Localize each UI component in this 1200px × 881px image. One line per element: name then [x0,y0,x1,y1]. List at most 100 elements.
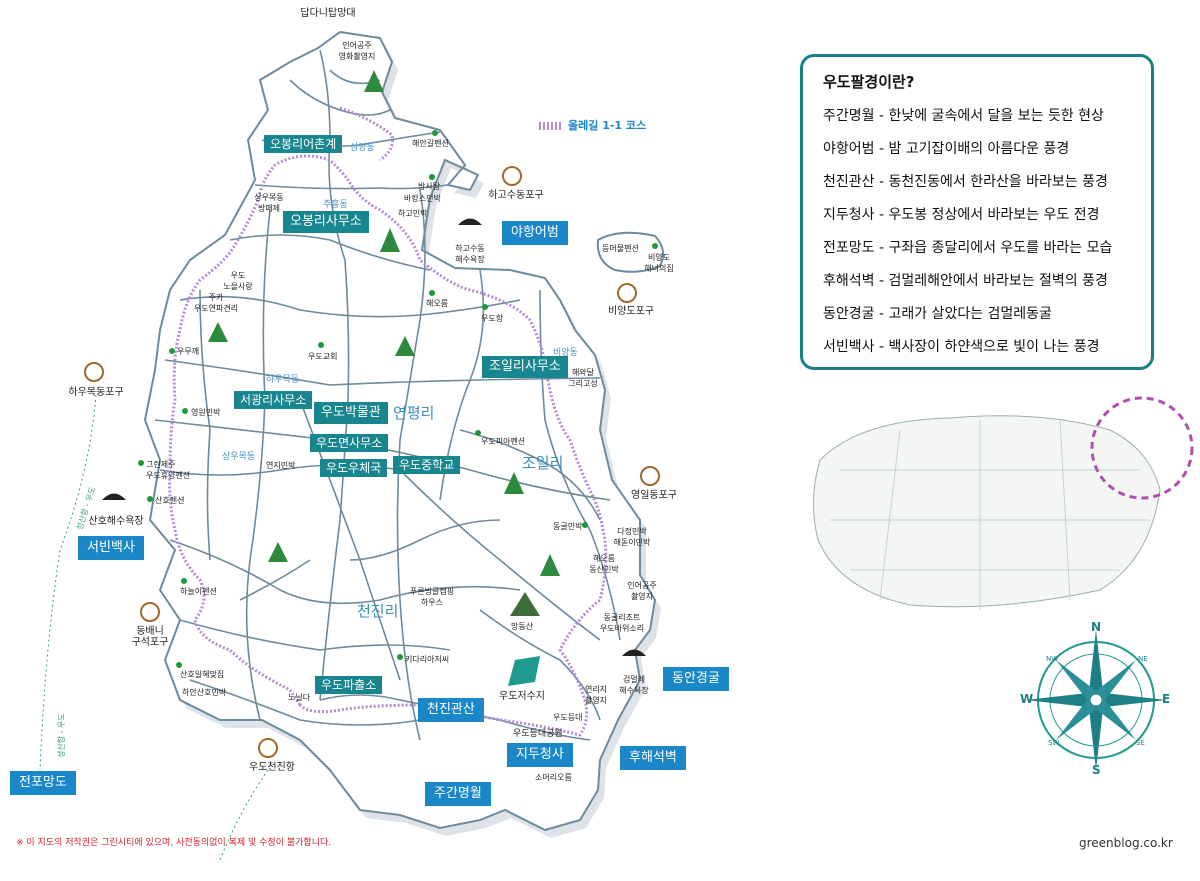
place-mangdongsan: 망동산 [511,622,534,631]
dot-marker [397,654,403,660]
olle-swatch [539,122,563,130]
site-url[interactable]: greenblog.co.kr [1079,836,1173,850]
port-yeongildong: 영일동포구 [631,490,677,501]
place-yeonriji-film: 연리지 촬영지 [584,685,608,705]
compass-s-label: S [1092,763,1101,777]
dot-marker [429,290,435,296]
compass-sw-label: SW [1048,739,1060,747]
compass-ne-label: NE [1138,655,1148,663]
office-joil-ri[interactable]: 조일리사무소 [482,356,568,378]
place-mermaid-film-site: 인어공주 영화촬영지 [338,41,376,61]
road-label-sangwoomok: 상우목동 [222,452,256,462]
place-sanho-pension: 산호펜션 [155,496,185,505]
dot-marker [169,348,175,354]
port-dongbaeni: 동배니 구석포구 [131,626,169,648]
legend-item: 동안경굴 - 고래가 살았다는 검멀레동굴 [823,306,1052,322]
reservoir [508,656,540,686]
sight-yahang-eobeom[interactable]: 야항어범 [502,221,568,245]
sight-jugan-myeongwol[interactable]: 주간명월 [425,782,491,806]
sight-seobin-baeksa[interactable]: 서빈백사 [78,536,144,560]
port-wheel-icons [84,166,660,758]
place-umukkae: 우무깨 [177,347,200,356]
place-haeangil-pension: 해안길펜션 [412,139,449,148]
place-someori-oreum: 소머리오름 [535,773,572,782]
place-deungmeomul-pension: 등머물펜션 [602,244,639,253]
office-seogwang-ri[interactable]: 서광리사무소 [234,391,313,409]
dot-marker [475,430,481,436]
compass-w-label: W [1020,692,1034,706]
dot-marker [652,243,658,249]
place-nonilda: 노닐다 [288,693,311,702]
sight-huhae-seokbyeok[interactable]: 후해석벽 [620,746,686,770]
place-lighthouse-park: 우도등대공원 [513,729,563,739]
place-hago-minbak: 하고민박 [398,209,428,218]
area-label-yeonpyeong: 연평리 [393,404,435,422]
udo-police-box[interactable]: 우도파출소 [315,676,383,694]
compass-se-label: SE [1136,739,1145,747]
dot-marker [318,342,324,348]
jeju-inset-map [813,396,1194,610]
udo-post-office[interactable]: 우도우체국 [320,459,388,477]
area-label-joil: 조일리 [522,454,564,472]
island-shape [143,30,665,838]
dot-marker [138,460,144,466]
sight-jeonpo-mangdo[interactable]: 전포망도 [10,771,76,795]
place-green-jeju-pension: 그린제주 우도휴양펜션 [146,460,191,480]
legend-item: 전포망도 - 구좌읍 종달리에서 우도를 바라는 모습 [823,240,1113,256]
dot-marker [176,662,182,668]
copyright-notice: ※ 이 지도의 저작권은 그린시티에 있으며, 사전동의없이 복제 및 수정이 … [16,838,332,848]
road-label-hawoomok: 하우목동 [266,375,300,385]
dot-marker [582,522,588,528]
dot-marker [429,174,435,180]
legend-item: 천진관산 - 동천진동에서 한라산을 바라보는 풍경 [823,174,1108,190]
udo-eight-scenes-legend: 우도팔경이란? 주간명월 - 한낮에 굴속에서 달을 보는 듯한 현상 야항어범… [800,54,1154,370]
port-udo-cheonjin: 우도천진항 [249,762,295,773]
place-udo-church: 우도교회 [308,352,338,361]
compass-e-label: E [1162,692,1171,706]
dot-marker [147,496,153,502]
place-haneuli-pension: 하늘이펜션 [180,587,217,596]
place-pureun-camping: 푸른빙글캠핑 하우스 [409,587,455,607]
place-biyangdo-haenyeo: 비양도 해녀의집 [644,253,674,273]
place-bangsatap: 방사탑 [418,182,441,191]
route-seongsan-udo-2: 성산항 - 우도 [57,713,66,758]
port-hagosudong: 하고수동포구 [488,190,544,201]
compass-rose [1026,630,1166,770]
place-haeoreum: 해오름 [426,299,449,308]
place-mermaid-filming: 인어공주 촬영지 [627,581,657,601]
place-udo-reservoir: 우도저수지 [499,691,545,702]
place-dajeong-minbak: 다정민박 해돋이민박 [613,527,651,547]
place-haewadal: 해와달 그리고성 [568,368,598,388]
place-haeoreum-dongsan: 해오름 동산민박 [589,554,619,574]
legend-item: 서빈백사 - 백사장이 하얀색으로 빛이 나는 풍경 [823,339,1100,355]
area-label-cheonjin: 천진리 [357,602,399,620]
office-obong-fishery[interactable]: 오봉리어촌계 [264,135,343,153]
ferry-lines [39,394,269,861]
udo-museum[interactable]: 우도박물관 [314,402,388,424]
place-juka-udo: 주카 우도연파견리 [193,293,239,313]
olle-legend-label: 올레길 1-1 코스 [568,119,647,132]
place-sanho-restaurant: 산호일혜맞집 [180,670,225,679]
place-yeonji-minbak: 연지민박 [266,461,296,470]
office-obong-ri[interactable]: 오봉리사무소 [283,211,369,233]
legend-item: 주간명월 - 한낮에 굴속에서 달을 보는 듯한 현상 [823,108,1104,124]
tree-icons [208,70,560,616]
udo-myeon-office[interactable]: 우도면사무소 [310,434,389,452]
place-donggul-resort: 동굴리조트 우도바위소리 [599,613,645,633]
legend-title: 우도팔경이란? [823,73,915,91]
port-biyangdo: 비양도포구 [608,306,654,317]
sight-cheonjin-gwansan[interactable]: 천진관산 [418,698,484,722]
udo-middle-school[interactable]: 우도중학교 [393,456,461,474]
beach-sanho: 산호해수욕장 [88,516,144,527]
sight-dongan-gyeonggul[interactable]: 동안경굴 [663,667,729,691]
beach-umbrella-icons [102,218,646,656]
place-vacance-minbak: 바캉스민박 [404,194,441,203]
place-donggul-minbak: 동굴민박 [553,522,583,531]
dot-marker [432,130,438,136]
place-dapdani-tower: 답다니탑망대 [300,8,356,19]
sight-jidu-cheongsa[interactable]: 지두청사 [507,743,573,767]
legend-item: 후해석벽 - 검멀레해안에서 바라보는 절벽의 풍경 [823,273,1108,289]
road-label-biyang: 비양동 [553,348,578,358]
compass-n-label: N [1091,620,1102,634]
